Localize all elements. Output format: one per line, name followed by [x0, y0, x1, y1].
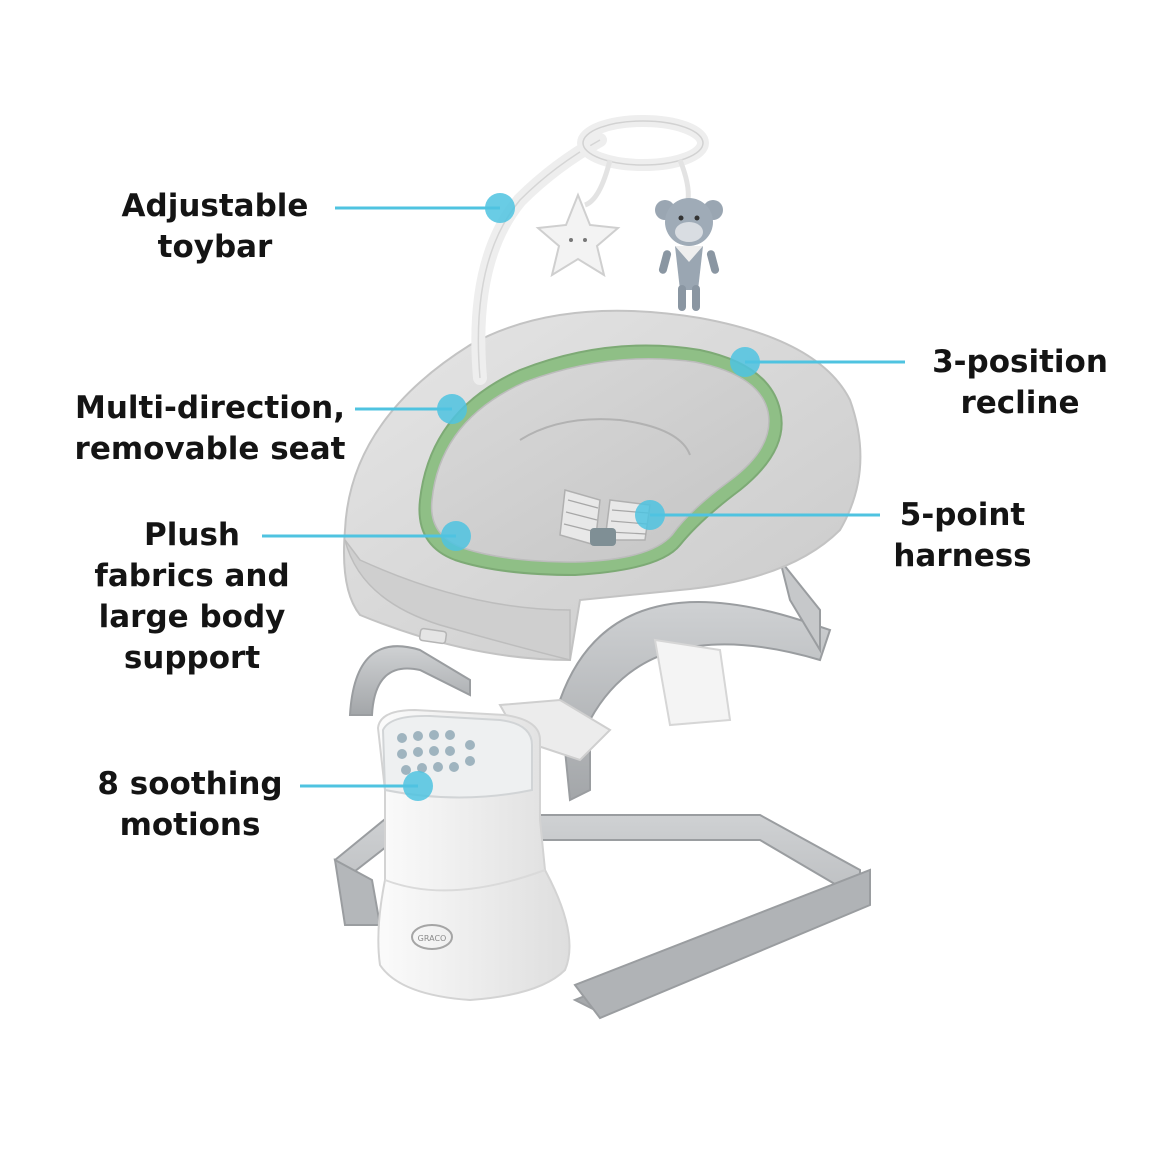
star-toy — [535, 192, 621, 278]
callout-text: 5-point — [899, 497, 1026, 533]
callout-dot-seat — [437, 394, 467, 424]
callout-text: Multi-direction, — [75, 390, 345, 426]
brand-logo-text: GRACO — [418, 934, 447, 943]
swing-frame-left — [348, 645, 471, 716]
callout-text: removable seat — [74, 431, 346, 467]
callout-label-motions: 8 soothing motions — [80, 764, 300, 846]
swing-frame-right — [558, 601, 832, 802]
callout-text: fabrics and — [94, 558, 290, 594]
callout-label-seat: Multi-direction, removable seat — [60, 388, 360, 470]
callout-dot-motions — [403, 771, 433, 801]
monkey-toy — [655, 198, 723, 311]
callout-text: support — [123, 640, 261, 676]
callout-label-recline: 3-position recline — [910, 342, 1130, 424]
callout-dot-plush — [441, 521, 471, 551]
callout-label-plush: Plush fabrics and large body support — [72, 515, 312, 679]
callout-label-harness: 5-point harness — [870, 495, 1055, 577]
callout-dots — [403, 193, 760, 801]
callout-text: 8 soothing — [97, 766, 283, 802]
callout-dot-harness — [635, 500, 665, 530]
callout-text: large body — [98, 599, 286, 635]
seat-inner-pad — [430, 357, 770, 563]
callout-dot-toybar — [485, 193, 515, 223]
callout-text: Adjustable — [121, 188, 309, 224]
callout-label-toybar: Adjustable toybar — [110, 186, 320, 268]
callout-dot-recline — [730, 347, 760, 377]
callout-text: toybar — [157, 229, 273, 265]
callout-text: recline — [960, 385, 1080, 421]
callout-text: harness — [893, 538, 1032, 574]
callout-lines — [262, 206, 905, 788]
callout-text: Plush — [144, 517, 240, 553]
callout-text: 3-position — [932, 344, 1108, 380]
brand-logo-oval — [411, 924, 453, 950]
callout-text: motions — [119, 807, 261, 843]
